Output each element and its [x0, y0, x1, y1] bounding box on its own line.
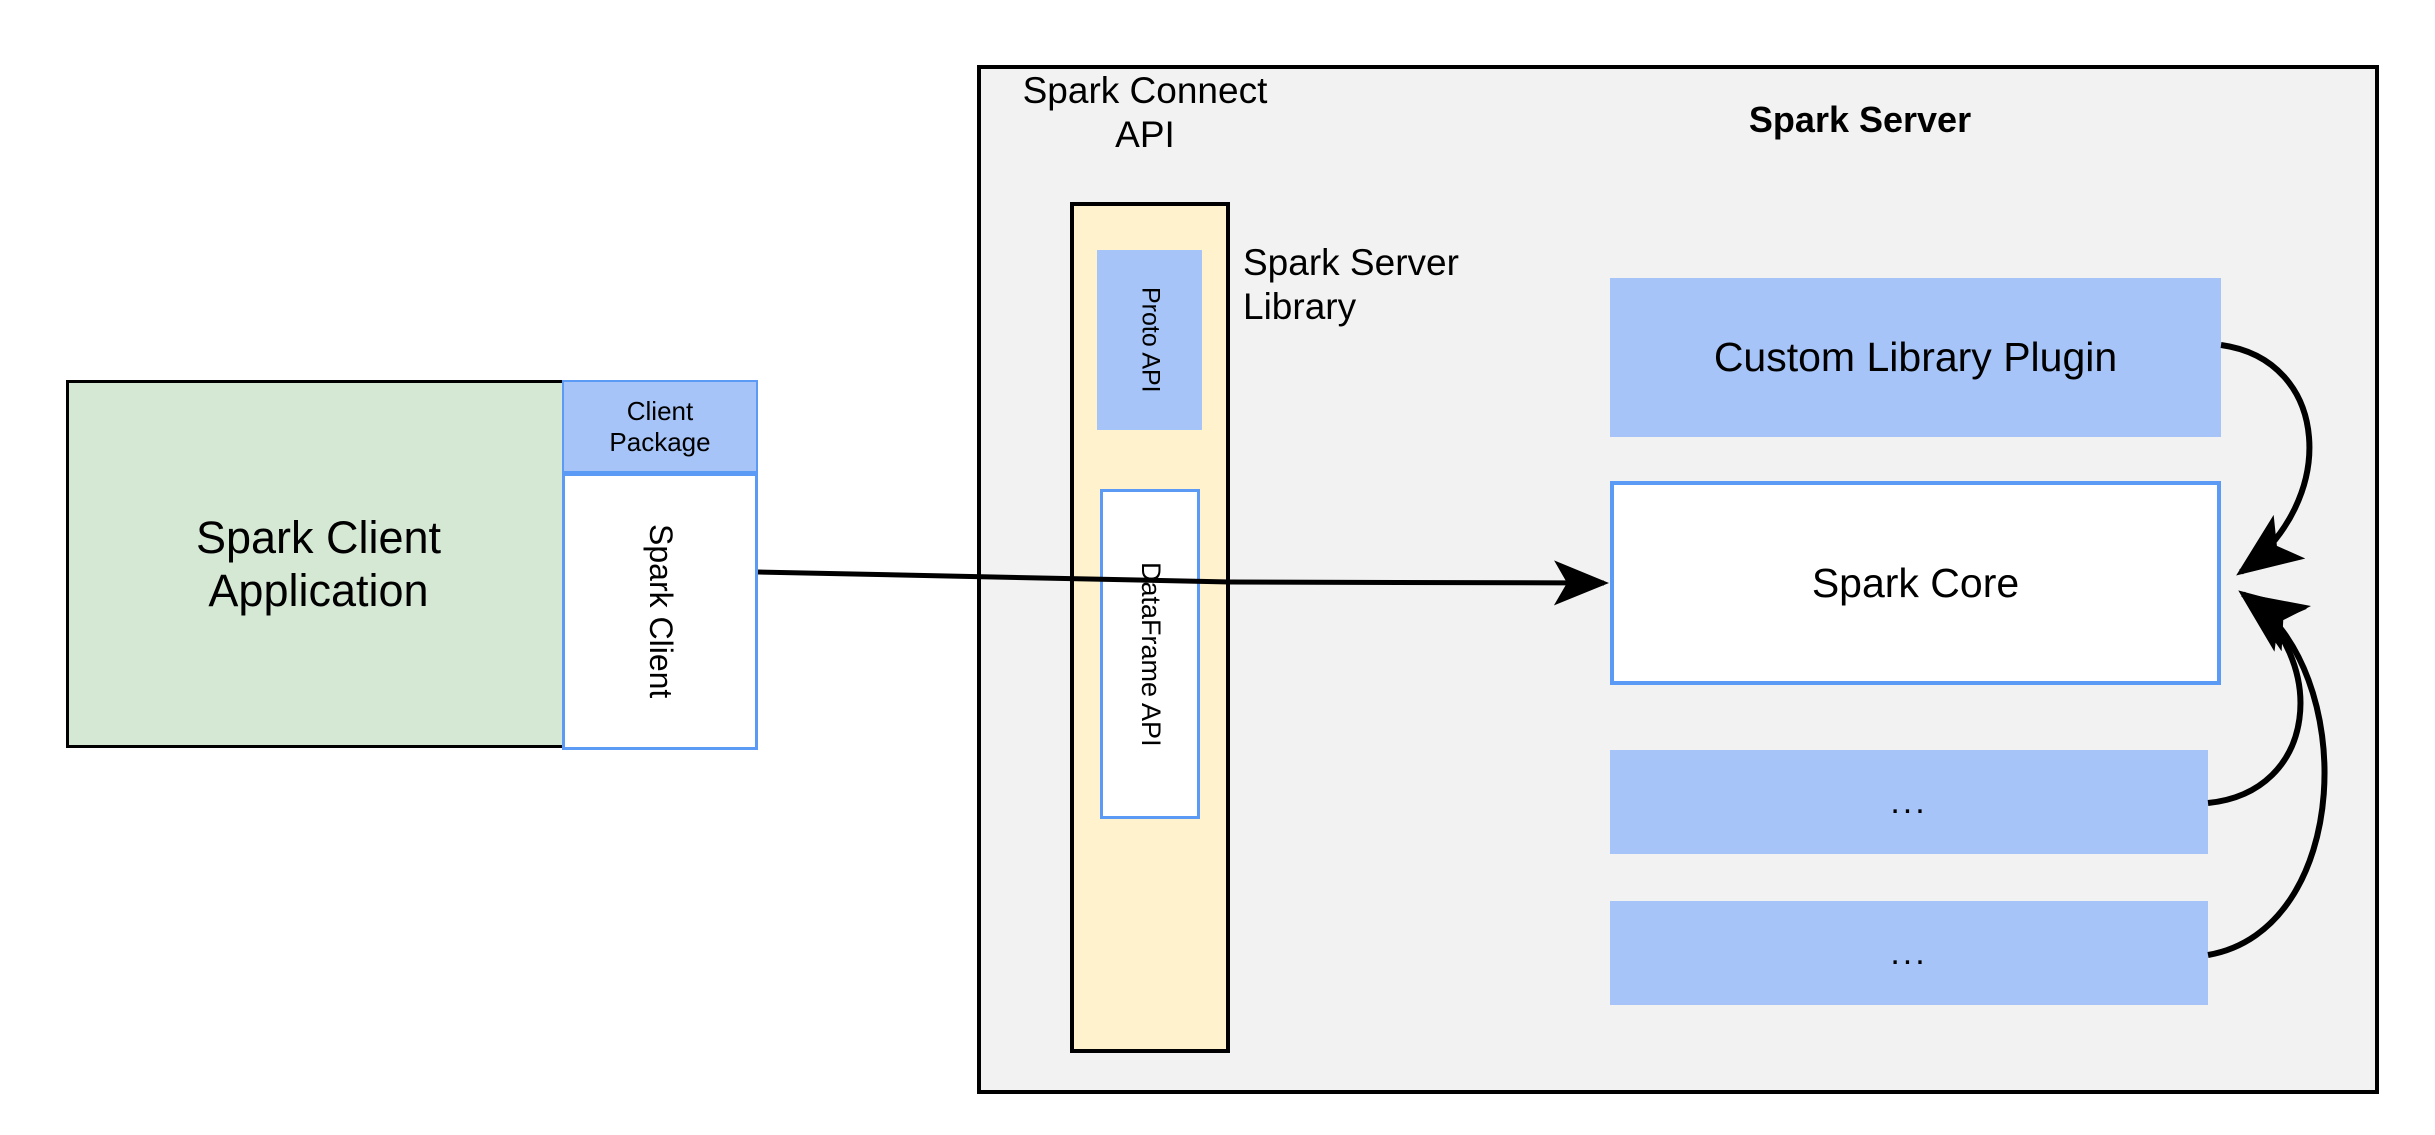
spark-server-library-label: Spark Server Library — [1243, 242, 1459, 327]
client-package-label: Client Package — [609, 395, 711, 457]
ellipsis-label-2: ... — [1890, 933, 1928, 972]
proto-api-label: Proto API — [1136, 287, 1165, 393]
ellipsis-label-1: ... — [1890, 782, 1928, 821]
spark-core-box[interactable]: Spark Core — [1610, 481, 2221, 685]
ellipsis-box-2[interactable]: ... — [1610, 901, 2208, 1005]
proto-api-box[interactable]: Proto API — [1097, 250, 1202, 430]
dataframe-api-label: DataFrame API — [1135, 561, 1166, 747]
custom-library-plugin-box[interactable]: Custom Library Plugin — [1610, 278, 2221, 437]
client-package-box[interactable]: Client Package — [562, 380, 758, 473]
spark-client-label: Spark Client — [642, 524, 679, 699]
spark-client-application-box[interactable]: Spark Client Application — [66, 380, 571, 748]
spark-client-application-label: Spark Client Application — [195, 511, 442, 616]
dataframe-api-box[interactable]: DataFrame API — [1100, 489, 1200, 819]
spark-server-title: Spark Server — [1748, 98, 1972, 140]
custom-library-plugin-label: Custom Library Plugin — [1713, 334, 2118, 381]
spark-connect-api-label: Spark Connect API — [1022, 70, 1268, 155]
spark-core-label: Spark Core — [1811, 559, 2020, 606]
spark-client-box[interactable]: Spark Client — [562, 473, 758, 750]
ellipsis-box-1[interactable]: ... — [1610, 750, 2208, 854]
